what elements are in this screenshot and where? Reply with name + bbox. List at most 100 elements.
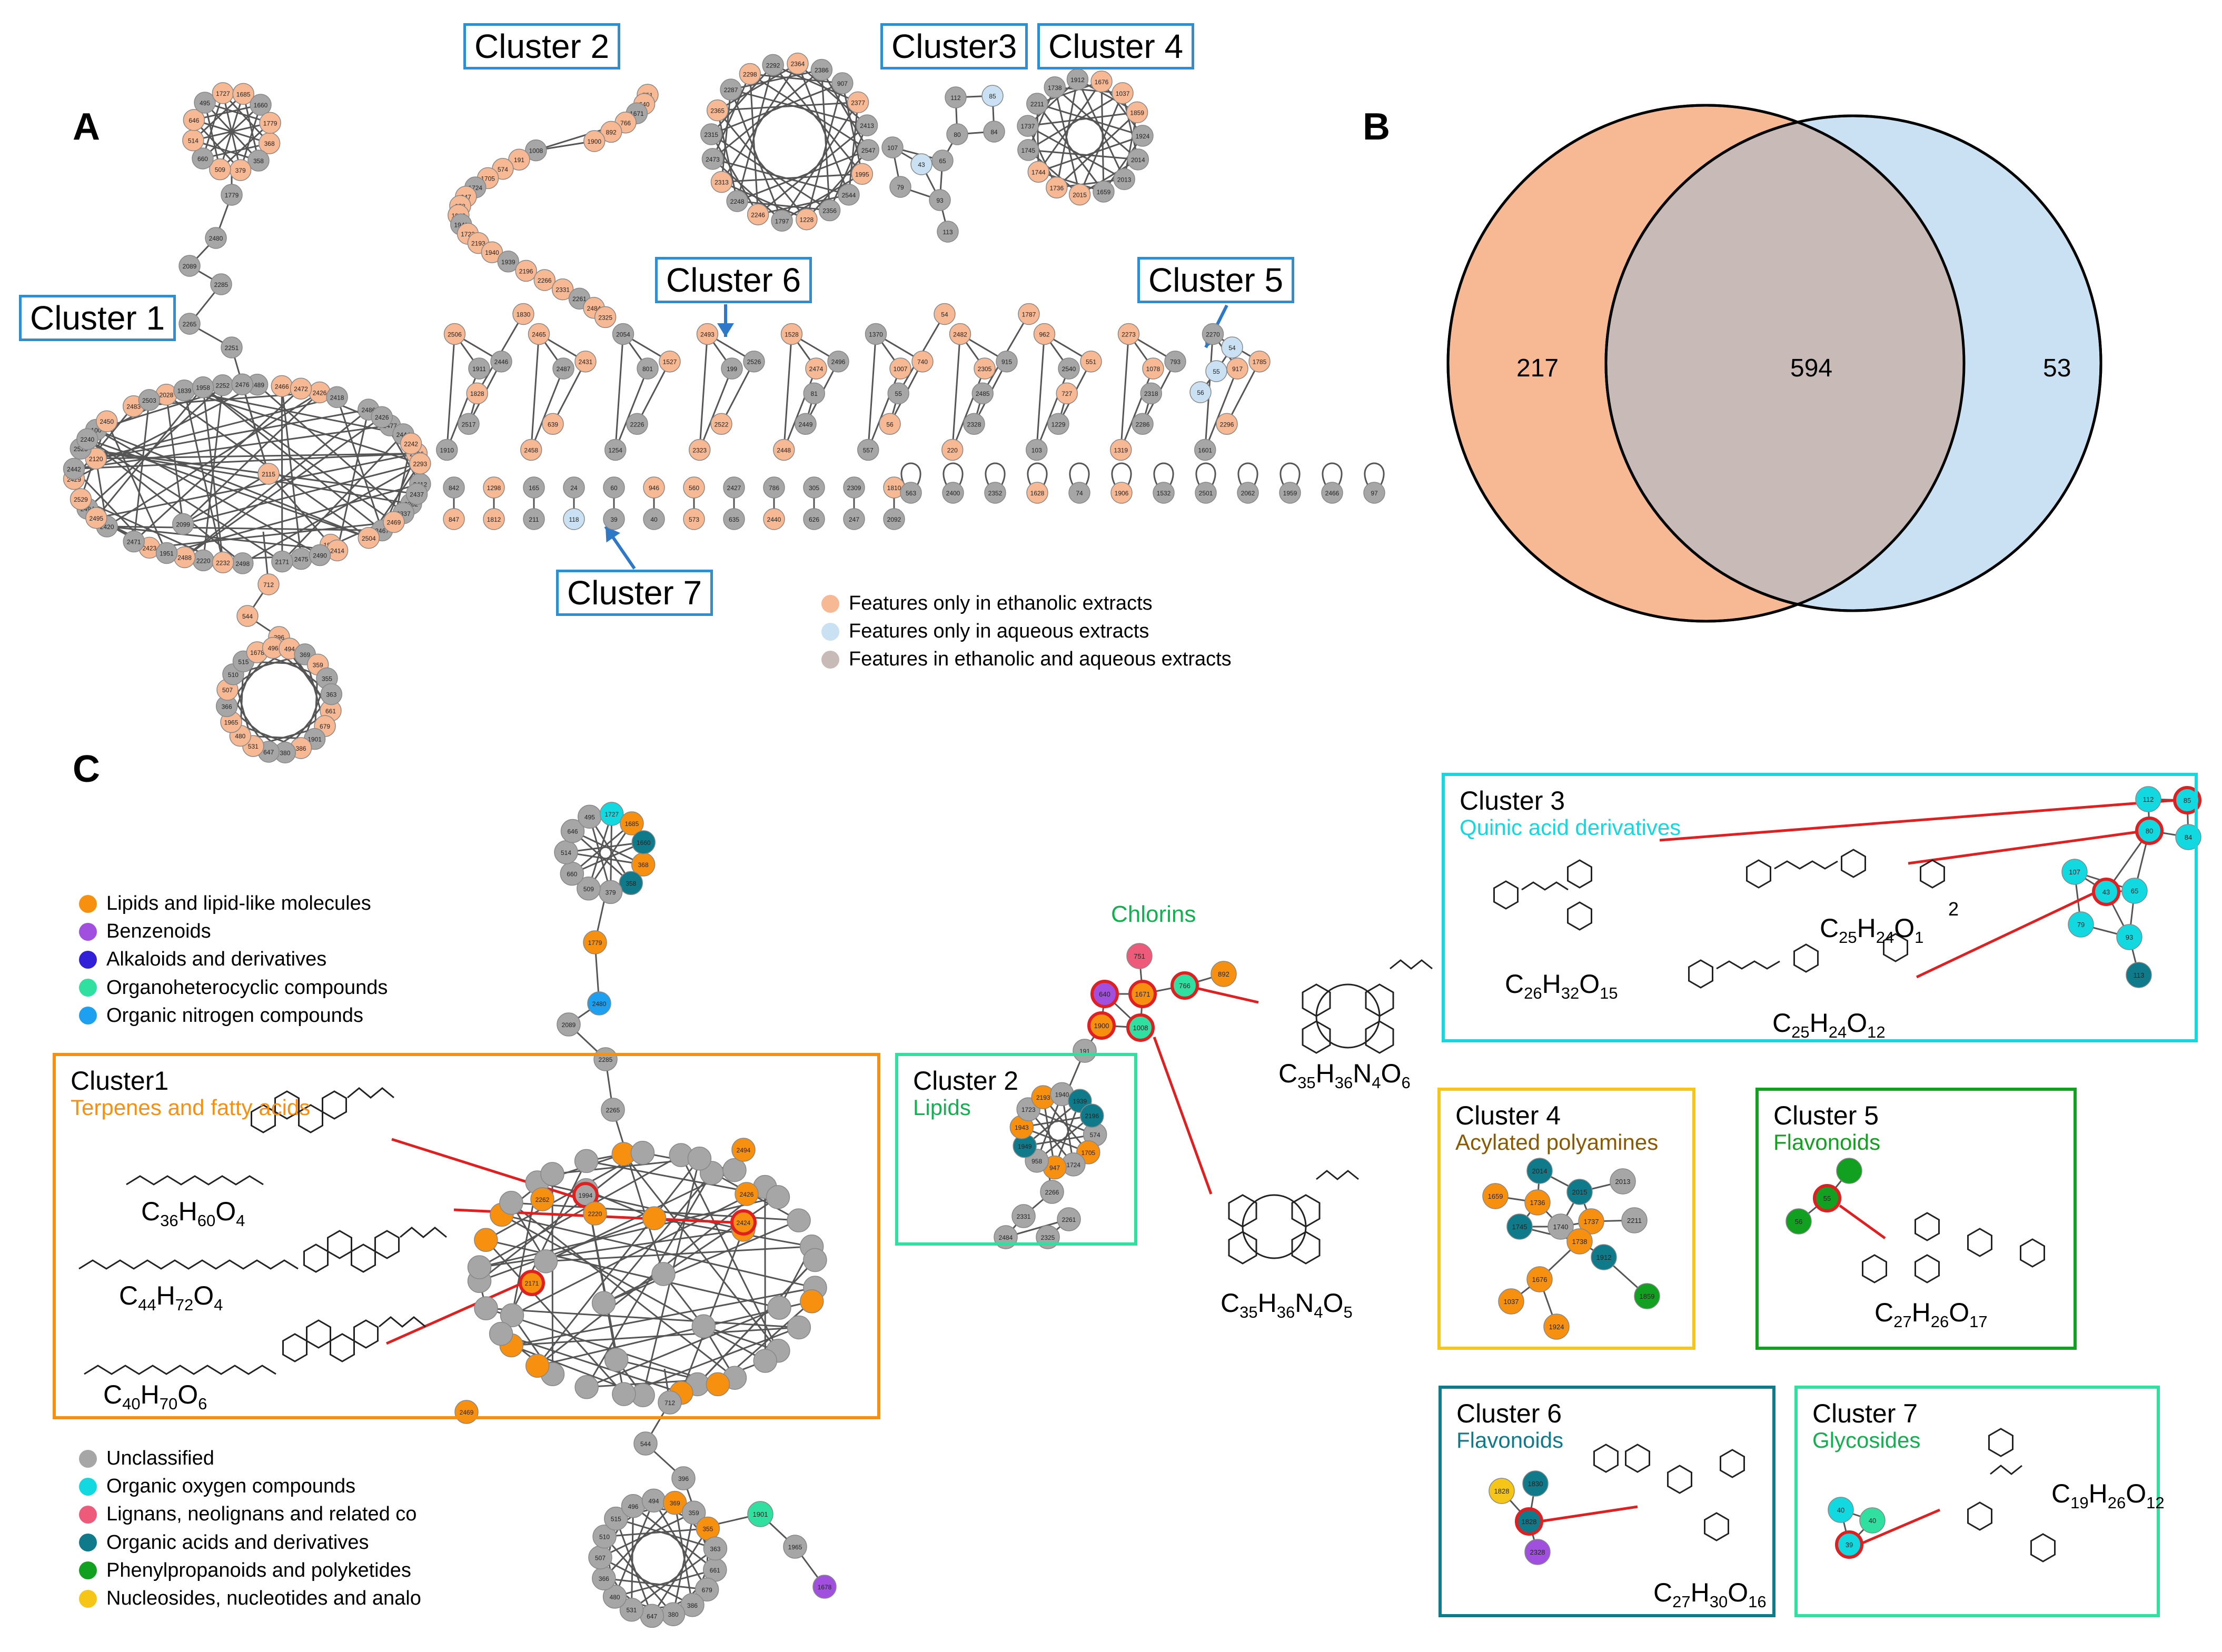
- network-edge: [219, 122, 271, 170]
- node-circle: [1026, 93, 1048, 115]
- network-node: 2287: [720, 78, 742, 101]
- legend-swatch: [79, 1534, 97, 1552]
- node-circle: [474, 1296, 498, 1320]
- node-label: 1939: [1073, 1098, 1087, 1105]
- node-label: 2193: [1036, 1094, 1050, 1101]
- network-edge: [479, 1152, 643, 1282]
- node-label: 1678: [250, 649, 264, 656]
- node-label: 1912: [1070, 76, 1085, 84]
- network-edge: [720, 89, 732, 182]
- network-node: 2251: [221, 336, 243, 359]
- network-edge: [1038, 171, 1104, 193]
- node-label: 107: [887, 144, 898, 152]
- node-label: 2466: [275, 383, 289, 390]
- network-edge: [184, 409, 369, 558]
- network-node: 1229: [1047, 413, 1069, 435]
- legend-label: Lignans, neolignans and related co: [106, 1503, 417, 1526]
- node-label: 79: [2077, 921, 2085, 929]
- ring-bond: [306, 1319, 331, 1349]
- node-label: 2262: [535, 1196, 550, 1203]
- element: O: [177, 1380, 199, 1409]
- chain-bond: [1716, 960, 1780, 970]
- node-label: 1859: [1640, 1292, 1655, 1300]
- count: 6: [198, 1395, 207, 1413]
- node-label: 84: [990, 128, 998, 136]
- network-node: 2364: [787, 52, 809, 75]
- node-circle: [371, 406, 393, 428]
- node-circle: [604, 1348, 629, 1372]
- legend-item: Organic acids and derivatives: [79, 1529, 426, 1557]
- network-edge: [485, 1307, 799, 1328]
- network-edge: [511, 1186, 766, 1316]
- network-node: 380: [661, 1602, 686, 1626]
- legend-swatch: [79, 1007, 97, 1025]
- node-label: 1951: [160, 550, 174, 557]
- network-node: 2386: [810, 58, 833, 81]
- node-label: 2309: [847, 484, 861, 492]
- network-node: 1924: [1543, 1313, 1570, 1340]
- node-circle: [695, 1577, 719, 1602]
- chain-bond: [126, 1175, 264, 1186]
- network-node: 2313: [710, 171, 733, 193]
- element: H: [1257, 1288, 1277, 1318]
- node-label: 712: [664, 1399, 675, 1407]
- node-label: 2296: [1220, 421, 1234, 428]
- node-label: 55: [1213, 368, 1220, 375]
- node-label: 2062: [1241, 490, 1255, 497]
- node-label: 507: [595, 1554, 606, 1561]
- node-circle: [602, 1585, 627, 1609]
- count: 44: [138, 1296, 156, 1314]
- network-edge: [610, 813, 613, 892]
- legend-label: Features only in aqueous extracts: [849, 620, 1149, 643]
- node-circle: [1058, 357, 1080, 380]
- node-label: 646: [189, 117, 199, 124]
- node-label: 2437: [410, 491, 424, 498]
- node-circle: [594, 306, 617, 329]
- node-circle: [1090, 980, 1119, 1008]
- network-node: 2426: [371, 406, 393, 428]
- node-circle: [600, 121, 622, 143]
- legend-item: Unclassified: [79, 1445, 426, 1472]
- network-edge: [1054, 86, 1139, 160]
- node-label: 660: [567, 871, 577, 878]
- node-circle: [795, 413, 817, 435]
- network-node: 2325: [594, 306, 617, 329]
- network-node: 366: [592, 1566, 616, 1590]
- network-node: 368: [258, 132, 281, 154]
- network-node: 560: [683, 476, 705, 499]
- node-label: 946: [649, 484, 659, 492]
- element: H: [1857, 913, 1876, 943]
- node-circle: [810, 58, 833, 81]
- node-label: 740: [917, 359, 928, 366]
- node-label: 359: [313, 661, 323, 669]
- node-circle: [1073, 1039, 1097, 1063]
- node-label: 2473: [706, 156, 720, 163]
- network-node: 80: [2135, 817, 2164, 845]
- node-circle: [599, 802, 624, 826]
- legend-label: Unclassified: [106, 1447, 214, 1469]
- network-node: 495: [194, 92, 216, 114]
- network-node: 40: [1828, 1497, 1854, 1523]
- ring-bond: [1567, 859, 1592, 889]
- highlighted-node: 2424: [730, 1209, 757, 1236]
- node-circle: [1506, 1213, 1533, 1240]
- network-node: 55: [887, 382, 909, 404]
- macrocycle: [1315, 983, 1381, 1049]
- node-circle: [671, 1466, 696, 1490]
- network-edge: [552, 361, 587, 424]
- network-node: 368: [631, 852, 656, 877]
- network-node: 2465: [528, 323, 550, 345]
- node-label: 2220: [196, 557, 211, 564]
- node-label: 962: [1039, 331, 1049, 338]
- node-label: 107: [2069, 868, 2080, 876]
- node-label: 85: [2184, 797, 2191, 804]
- node-label: 1779: [588, 939, 602, 947]
- structure-link: [385, 1283, 520, 1345]
- network-edge: [736, 65, 774, 202]
- network-node: 2475: [290, 548, 312, 570]
- network-edge: [806, 83, 844, 220]
- node-circle: [984, 482, 1006, 504]
- network-node: 1727: [212, 82, 234, 104]
- node-label: 2458: [524, 446, 538, 454]
